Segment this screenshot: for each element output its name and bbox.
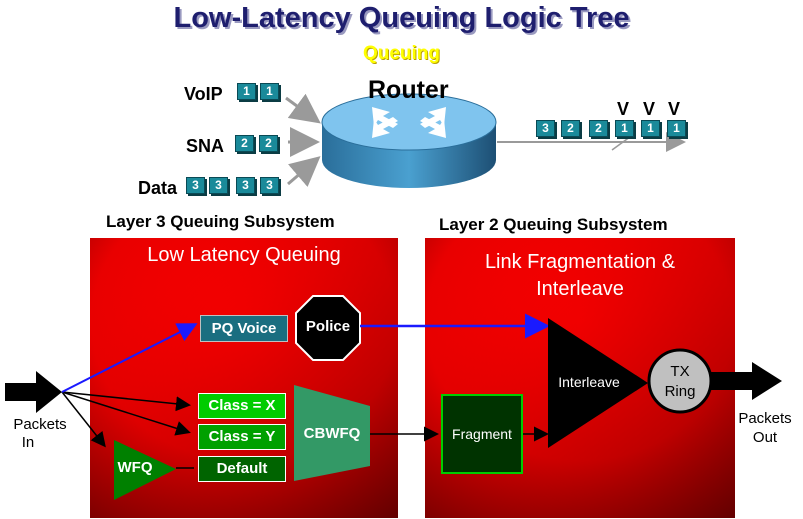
page-title: Low-Latency Queuing Logic Tree [173,2,630,34]
packet-sna-2: 2 [259,135,278,152]
packet-data-4: 3 [260,177,279,194]
packet-sna-1: 2 [235,135,254,152]
layer2-panel-title-line1: Link Fragmentation & [484,251,676,273]
router-label: Router [368,76,449,104]
layer2-panel-title-line2: Interleave [536,278,624,300]
cbwfq-shape [294,385,370,481]
packets-out-label-line1: Packets [738,410,792,427]
voice-mark-2: V [643,99,656,119]
packet-out-3: 2 [589,120,608,137]
input-label-data: Data [138,178,178,198]
packet-out-6: 1 [667,120,686,137]
router-icon [321,93,497,188]
packets-in-arrow [5,371,62,413]
class-y-box: Class = Y [198,424,286,450]
queuing-subtitle: Queuing [362,43,441,64]
input-label-voip: VoIP [184,84,223,104]
tx-ring-label-line2: Ring [664,383,696,400]
pq-voice-box: PQ Voice [200,315,288,342]
class-x-box: Class = X [198,393,286,419]
packet-voip-2: 1 [260,83,279,100]
packet-data-3: 3 [236,177,255,194]
packet-data-2: 3 [209,177,228,194]
packets-out-label-line2: Out [752,429,778,446]
default-box: Default [198,456,286,482]
tx-ring-label-line1: TX [670,363,690,380]
layer3-panel-title: Low Latency Queuing [147,244,341,266]
packet-out-1: 3 [536,120,555,137]
packet-data-1: 3 [186,177,205,194]
packets-in-label-line1: Packets [13,416,67,433]
layer3-heading: Layer 3 Queuing Subsystem [106,212,335,231]
interleave-triangle [548,318,648,448]
voice-mark-3: V [668,99,681,119]
interleave-label: Interleave [558,374,620,390]
layer2-heading: Layer 2 Queuing Subsystem [439,215,668,234]
packet-out-2: 2 [561,120,580,137]
packet-voip-1: 1 [237,83,256,100]
fragment-box: Fragment [441,394,523,474]
wfq-label: WFQ [117,459,153,476]
packets-in-label-line2: In [21,434,35,451]
voice-mark-1: V [617,99,630,119]
packet-out-4: 1 [615,120,634,137]
wfq-triangle [114,440,176,500]
packet-out-5: 1 [641,120,660,137]
tx-ring-circle [647,348,713,414]
police-octagon [295,295,361,361]
input-label-sna: SNA [186,136,225,156]
packets-out-arrow [711,362,782,400]
cbwfq-label: CBWFQ [303,425,361,442]
police-label: Police [305,318,351,335]
